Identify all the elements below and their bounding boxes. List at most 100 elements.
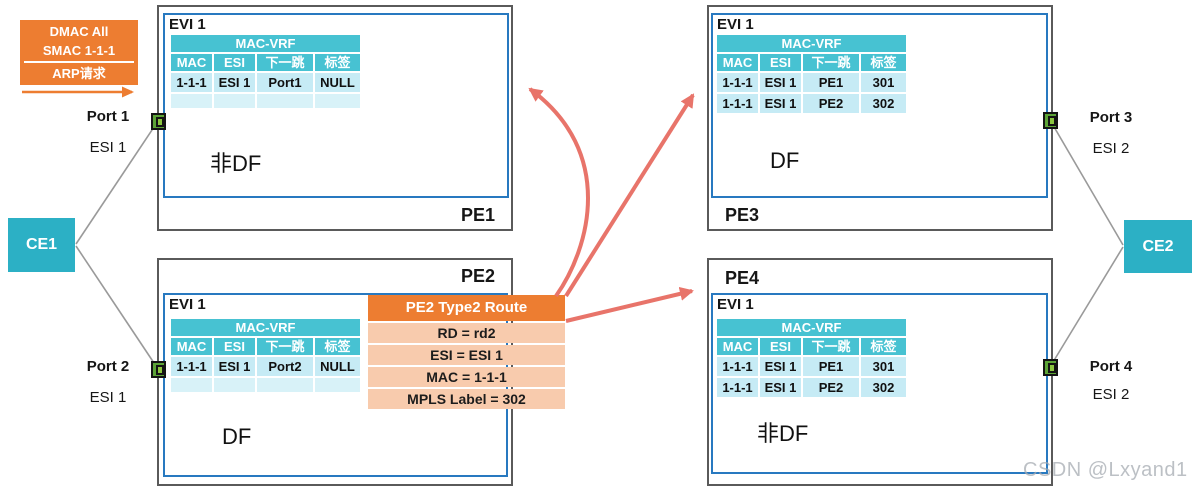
port3-connector-icon <box>1043 112 1058 129</box>
route-arrow-to-pe1 <box>528 87 590 298</box>
legend-divider <box>24 61 134 63</box>
col-header-nexthop: 下一跳 <box>257 338 313 355</box>
ce2-box: CE2 <box>1124 220 1192 273</box>
pe2-mac-vrf-table: MAC-VRF MAC ESI 下一跳 标签 1-1-1 ESI 1 Port2… <box>169 317 362 394</box>
port2-label: Port 2 <box>86 358 130 375</box>
col-header-label: 标签 <box>315 338 360 355</box>
pe4-mac-vrf-table: MAC-VRF MAC ESI 下一跳 标签 1-1-1 ESI 1 PE1 3… <box>715 317 908 399</box>
route-arrow-to-pe3 <box>564 93 695 298</box>
pe1-evi-label: EVI 1 <box>169 16 206 33</box>
cell-nexthop: PE2 <box>803 94 859 113</box>
port3-label: Port 3 <box>1089 109 1133 126</box>
col-header-nexthop: 下一跳 <box>803 338 859 355</box>
arp-packet-legend: DMAC All SMAC 1-1-1 ARP请求 <box>20 20 138 85</box>
cell-label: NULL <box>315 73 360 92</box>
pe4-box: PE4 EVI 1 MAC-VRF MAC ESI 下一跳 标签 1-1-1 E… <box>707 258 1053 486</box>
cell-esi: ESI 1 <box>760 94 801 113</box>
port4-esi-label: ESI 2 <box>1092 386 1130 403</box>
port4-connector-icon <box>1043 359 1058 376</box>
ce1-label: CE1 <box>25 236 58 253</box>
pe3-mac-vrf-table: MAC-VRF MAC ESI 下一跳 标签 1-1-1 ESI 1 PE1 3… <box>715 33 908 115</box>
pe1-label: PE1 <box>460 205 495 225</box>
cell-mac: 1-1-1 <box>717 357 758 376</box>
port-pin-icon <box>156 365 164 375</box>
pe3-df-role: DF <box>770 148 800 173</box>
col-header-label: 标签 <box>315 54 360 71</box>
link-ce1-port2 <box>75 245 159 370</box>
port1-connector-icon <box>151 113 166 130</box>
callout-field-mpls: MPLS Label = 302 <box>368 389 565 409</box>
cell-esi: ESI 1 <box>214 357 255 376</box>
port1-label: Port 1 <box>86 108 130 125</box>
pe1-evi-box: EVI 1 MAC-VRF MAC ESI 下一跳 标签 1-1-1 ESI 1… <box>163 13 509 198</box>
cell-label: 301 <box>861 73 906 92</box>
pe1-df-role: 非DF <box>210 151 262 176</box>
legend-smac: SMAC 1-1-1 <box>42 43 116 58</box>
cell-nexthop: PE1 <box>803 73 859 92</box>
callout-field-mac: MAC = 1-1-1 <box>368 367 565 387</box>
ce2-label: CE2 <box>1142 237 1174 255</box>
pe4-df-role: 非DF <box>757 421 809 446</box>
empty-row <box>171 94 360 108</box>
cell-mac: 1-1-1 <box>717 378 758 397</box>
link-ce2-port4 <box>1049 246 1124 368</box>
watermark: CSDN @Lxyand1 <box>1023 459 1188 481</box>
table-title: MAC-VRF <box>171 35 360 52</box>
cell-nexthop: PE2 <box>803 378 859 397</box>
legend-arp-request: ARP请求 <box>52 66 106 81</box>
pe1-mac-vrf-table: MAC-VRF MAC ESI 下一跳 标签 1-1-1 ESI 1 Port1… <box>169 33 362 110</box>
port-pin-icon <box>1048 116 1056 126</box>
route-arrow-to-pe4 <box>565 286 694 323</box>
cell-label: 302 <box>861 94 906 113</box>
col-header-esi: ESI <box>214 54 255 71</box>
cell-label: 301 <box>861 357 906 376</box>
table-title: MAC-VRF <box>717 319 906 336</box>
ce1-box: CE1 <box>8 218 75 272</box>
col-header-esi: ESI <box>760 338 801 355</box>
port4-label: Port 4 <box>1089 358 1133 375</box>
port-pin-icon <box>156 117 164 127</box>
col-header-esi: ESI <box>760 54 801 71</box>
cell-esi: ESI 1 <box>760 378 801 397</box>
table-title: MAC-VRF <box>171 319 360 336</box>
pe3-evi-label: EVI 1 <box>717 16 754 33</box>
link-ce2-port3 <box>1049 119 1124 246</box>
callout-title: PE2 Type2 Route <box>368 295 565 321</box>
pe2-evi-label: EVI 1 <box>169 296 206 313</box>
pe3-label: PE3 <box>725 205 760 225</box>
pe4-evi-label: EVI 1 <box>717 296 754 313</box>
col-header-nexthop: 下一跳 <box>803 54 859 71</box>
pe1-box: PE1 EVI 1 MAC-VRF MAC ESI 下一跳 标签 1-1-1 E… <box>157 5 513 231</box>
pe3-evi-box: EVI 1 MAC-VRF MAC ESI 下一跳 标签 1-1-1 ESI 1… <box>711 13 1048 198</box>
pe3-box: PE3 EVI 1 MAC-VRF MAC ESI 下一跳 标签 1-1-1 E… <box>707 5 1053 231</box>
port3-esi-label: ESI 2 <box>1092 140 1130 157</box>
col-header-mac: MAC <box>171 54 212 71</box>
col-header-nexthop: 下一跳 <box>257 54 313 71</box>
col-header-mac: MAC <box>717 338 758 355</box>
cell-nexthop: Port2 <box>257 357 313 376</box>
cell-esi: ESI 1 <box>760 73 801 92</box>
cell-mac: 1-1-1 <box>717 73 758 92</box>
legend-dmac: DMAC All <box>49 24 109 39</box>
table-title: MAC-VRF <box>717 35 906 52</box>
cell-label: 302 <box>861 378 906 397</box>
port2-esi-label: ESI 1 <box>89 389 127 406</box>
pe2-df-role: DF <box>222 424 252 449</box>
col-header-label: 标签 <box>861 54 906 71</box>
callout-field-esi: ESI = ESI 1 <box>368 345 565 365</box>
pe2-label: PE2 <box>460 266 495 286</box>
cell-nexthop: PE1 <box>803 357 859 376</box>
cell-label: NULL <box>315 357 360 376</box>
pe2-evi-box: EVI 1 MAC-VRF MAC ESI 下一跳 标签 1-1-1 ESI 1… <box>163 293 508 477</box>
empty-row <box>171 378 360 392</box>
cell-mac: 1-1-1 <box>171 73 212 92</box>
port-pin-icon <box>1048 363 1056 373</box>
cell-esi: ESI 1 <box>760 357 801 376</box>
cell-esi: ESI 1 <box>214 73 255 92</box>
cell-mac: 1-1-1 <box>717 94 758 113</box>
cell-mac: 1-1-1 <box>171 357 212 376</box>
col-header-mac: MAC <box>171 338 212 355</box>
port2-connector-icon <box>151 361 166 378</box>
pe2-type2-route-callout: PE2 Type2 Route RD = rd2 ESI = ESI 1 MAC… <box>368 295 565 409</box>
